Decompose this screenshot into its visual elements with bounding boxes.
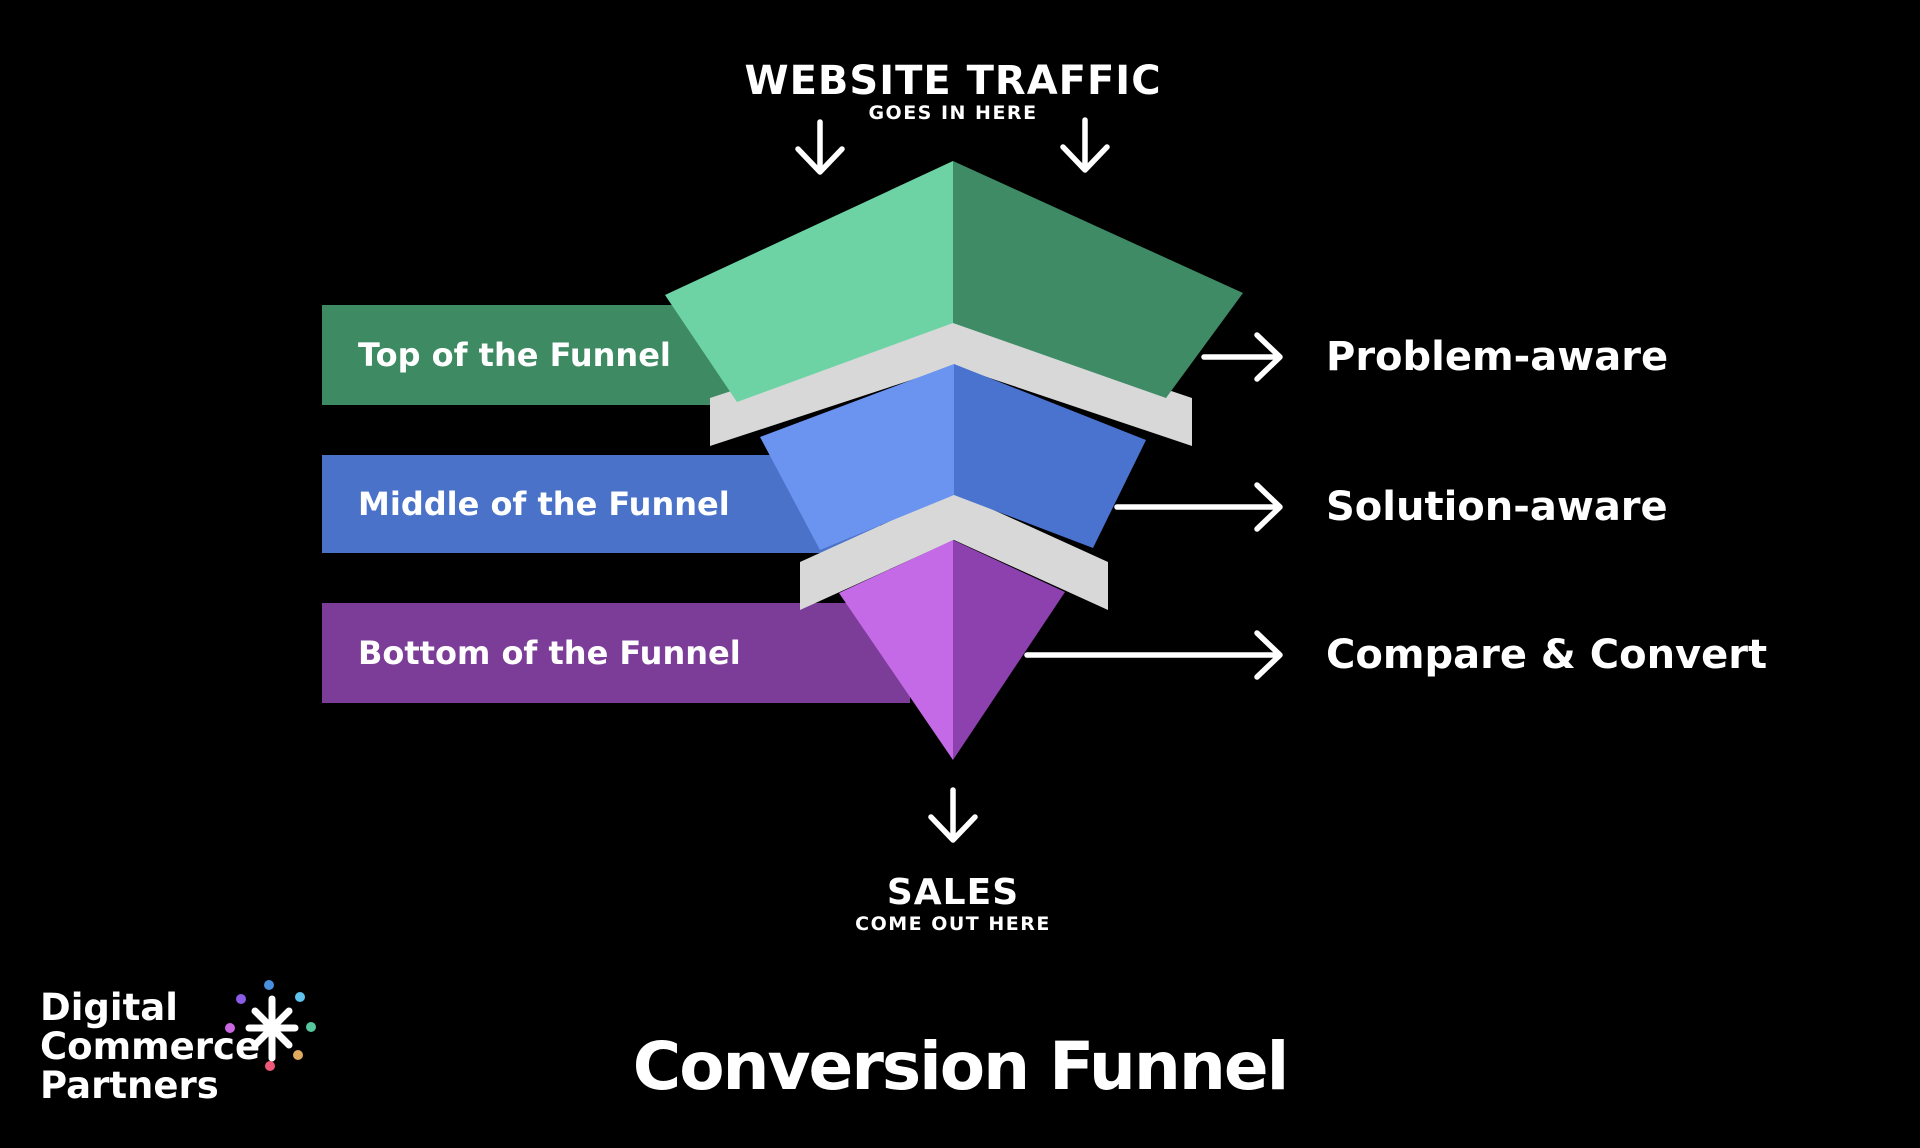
logo-dot	[295, 992, 305, 1002]
bottom-funnel-bar	[322, 603, 910, 703]
sales-out-arrow	[928, 787, 978, 843]
logo-line-3: Partners	[40, 1064, 219, 1107]
funnel-middle-layer-left-face	[760, 364, 954, 550]
funnel-middle-layer-right-face	[954, 364, 1146, 548]
funnel-gray-band-bottom	[800, 492, 1108, 610]
sales-subheading: COME OUT HERE	[855, 913, 1051, 935]
stage-label-top-text: Top of the Funnel	[358, 336, 671, 374]
logo-dot	[265, 1061, 275, 1071]
traffic-in-arrow-right	[1060, 117, 1110, 173]
funnel-gray-band-top	[710, 318, 1192, 446]
logo-dot	[306, 1022, 316, 1032]
stage-label-bottom: Bottom of the Funnel	[358, 603, 741, 703]
logo-dot	[225, 1023, 235, 1033]
funnel-top-layer-left-face	[665, 161, 953, 402]
sales-heading: SALES	[886, 872, 1020, 913]
diagram-title: Conversion Funnel	[632, 1028, 1289, 1105]
compare-convert-arrow	[1024, 630, 1283, 680]
audience-problem-aware: Problem-aware	[1326, 334, 1669, 380]
funnel-top-layer-right-face	[953, 161, 1243, 398]
problem-aware-arrow	[1201, 332, 1283, 382]
stage-label-middle-text: Middle of the Funnel	[358, 485, 730, 523]
funnel-bottom-layer-right-face	[953, 540, 1065, 760]
stage-label-top: Top of the Funnel	[358, 305, 671, 405]
traffic-in-arrow-left	[795, 119, 845, 175]
stage-label-middle: Middle of the Funnel	[358, 455, 730, 553]
logo-dot	[264, 980, 274, 990]
solution-aware-arrow	[1114, 482, 1283, 532]
logo-line-1: Digital	[40, 986, 178, 1029]
logo-dot	[293, 1050, 303, 1060]
audience-compare-convert: Compare & Convert	[1326, 632, 1768, 678]
funnel-bottom-layer-left-face	[839, 540, 953, 760]
traffic-heading: WEBSITE TRAFFIC	[744, 58, 1162, 104]
logo-dot	[236, 994, 246, 1004]
logo-line-2: Commerce	[40, 1025, 261, 1068]
audience-solution-aware: Solution-aware	[1326, 484, 1668, 530]
logo-wordmark: Digital Commerce Partners	[40, 988, 260, 1105]
traffic-subheading: GOES IN HERE	[868, 102, 1038, 124]
logo-starburst-icon	[225, 980, 316, 1071]
stage-label-bottom-text: Bottom of the Funnel	[358, 634, 741, 672]
